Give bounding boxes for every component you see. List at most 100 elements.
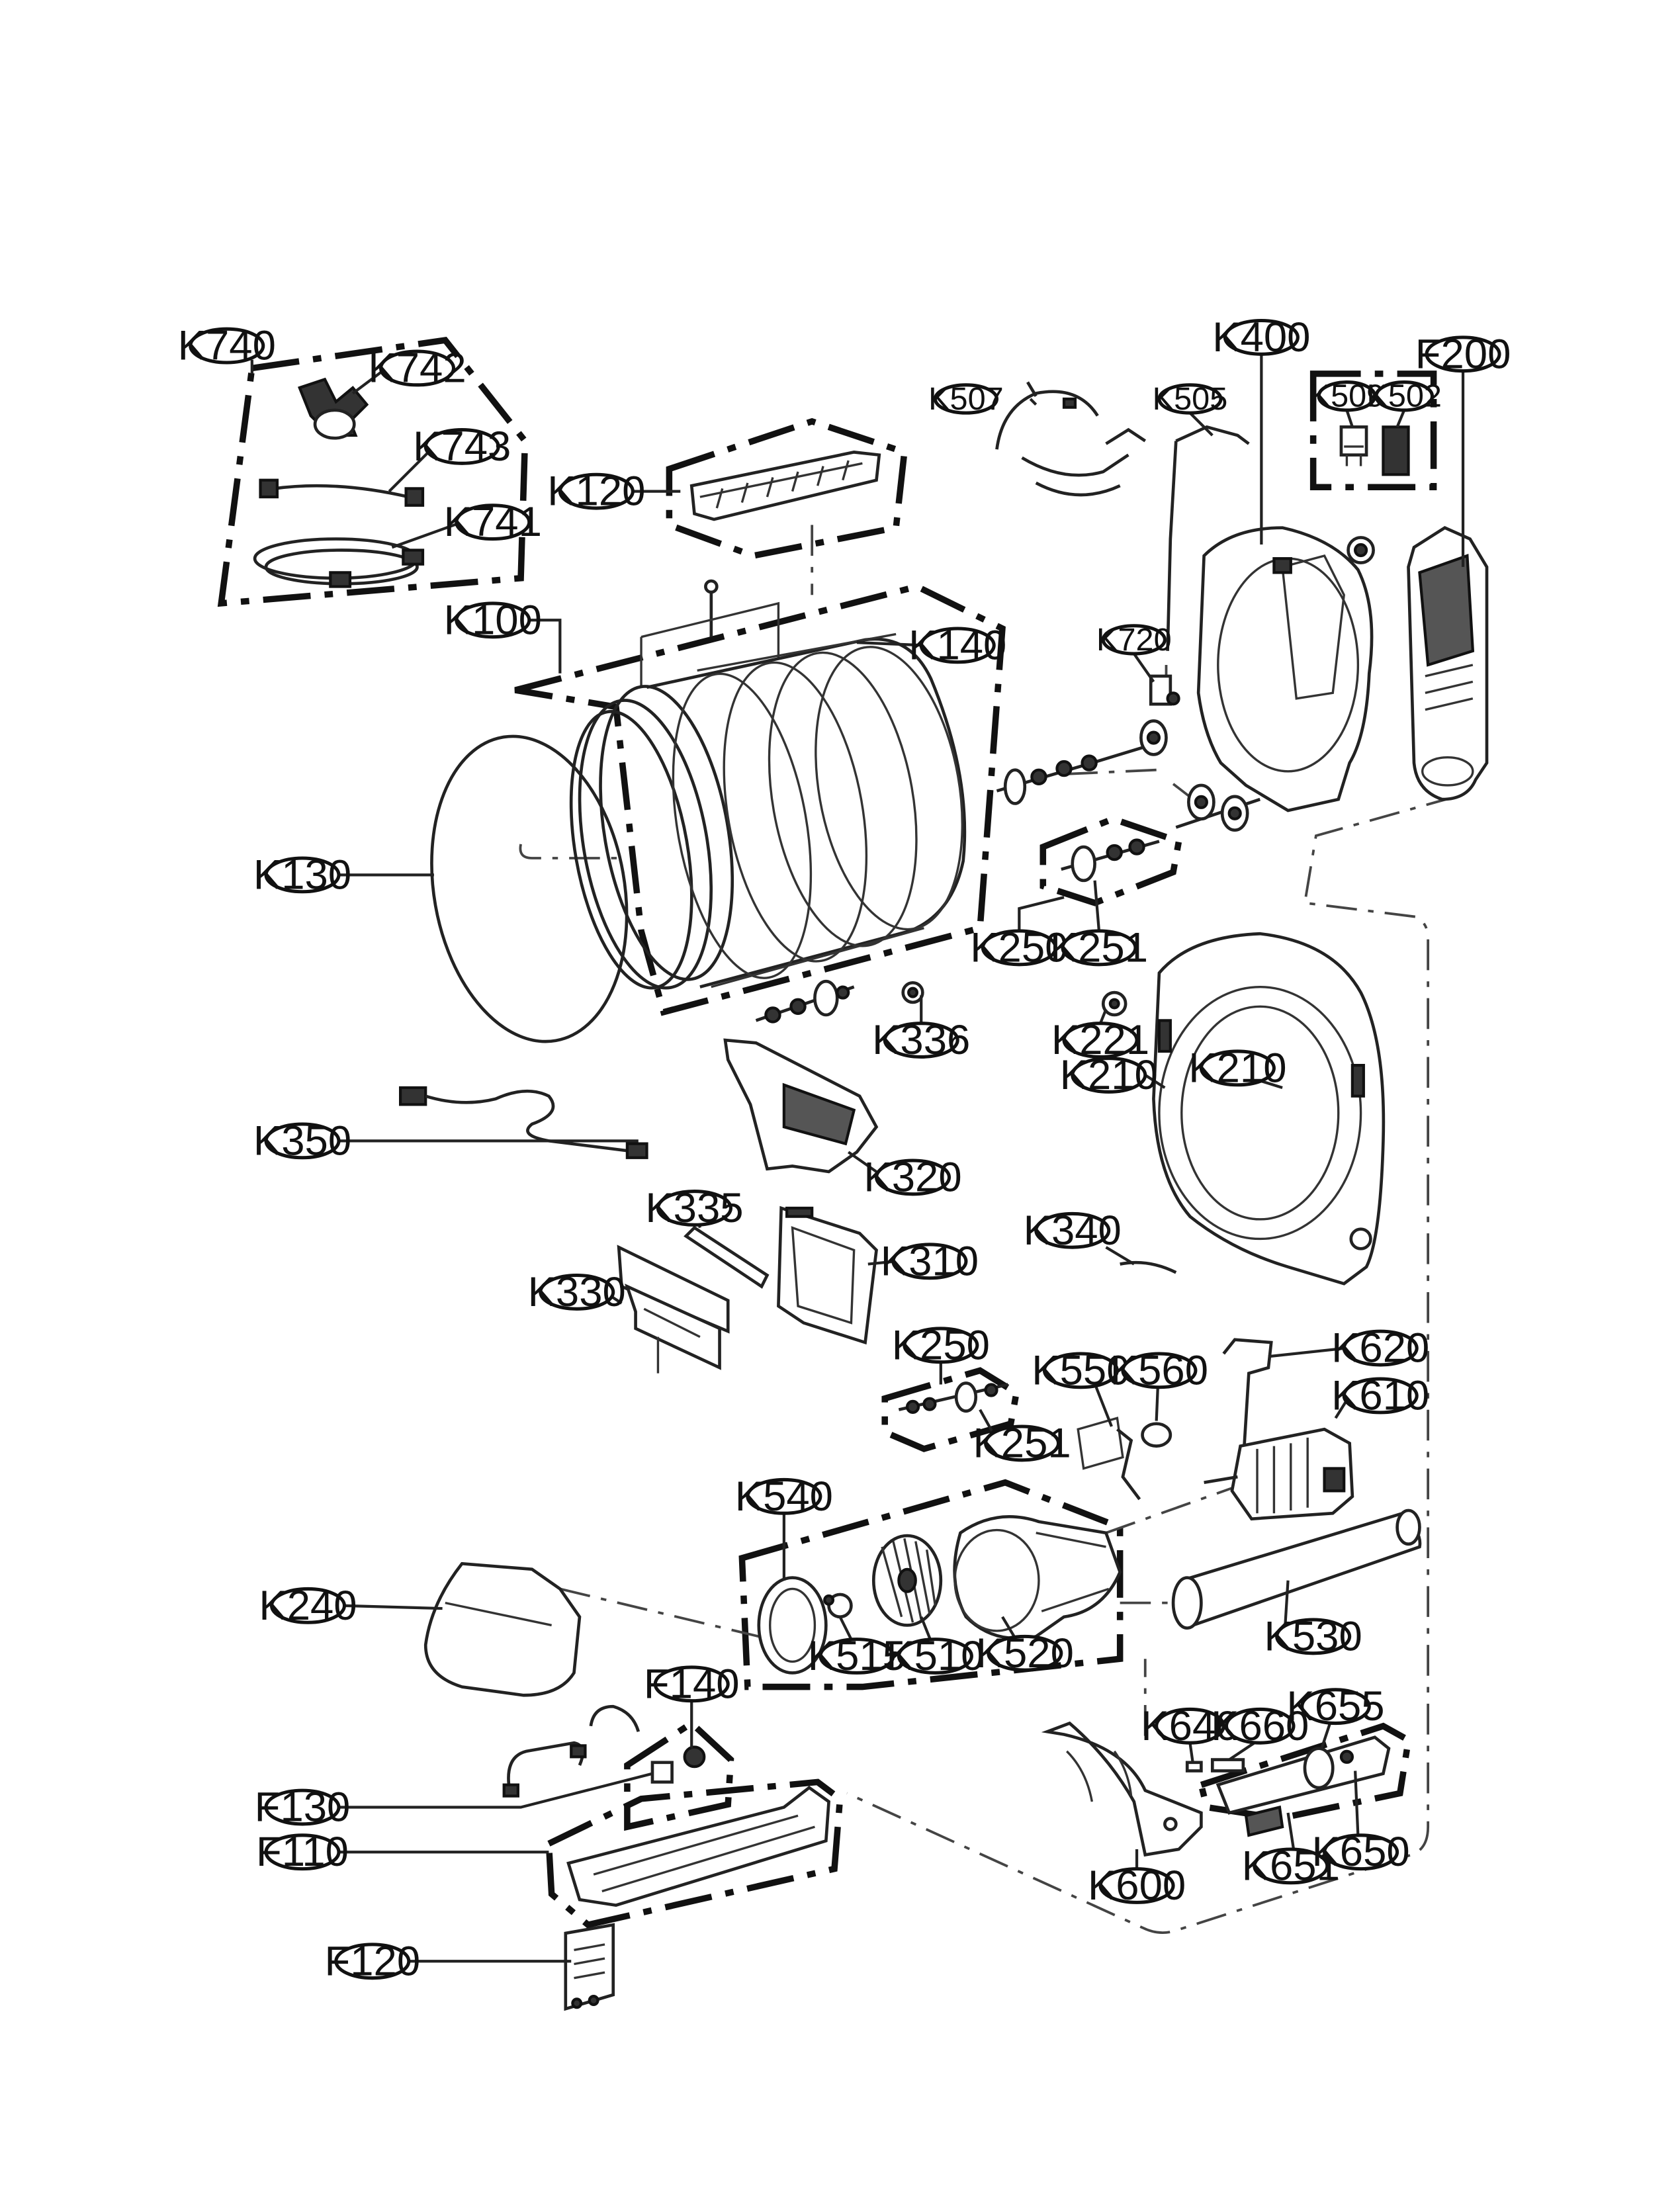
svg-text:F110: F110 xyxy=(256,1829,349,1875)
svg-text:K400: K400 xyxy=(1212,314,1310,361)
label-f200: F200 xyxy=(1415,331,1511,377)
blower-gasket-part xyxy=(757,1576,828,1675)
label-k100: K100 xyxy=(444,597,542,643)
label-k550: K550 xyxy=(1032,1347,1129,1393)
leader-lines xyxy=(250,354,1465,1963)
label-k515: K515 xyxy=(808,1633,906,1679)
k540-blower-outline xyxy=(738,1479,1124,1690)
label-k336: K336 xyxy=(872,1017,970,1063)
label-k350: K350 xyxy=(253,1117,351,1164)
svg-text:F200: F200 xyxy=(1415,331,1511,377)
svg-text:K251: K251 xyxy=(973,1420,1071,1466)
svg-text:K509: K509 xyxy=(1309,378,1385,414)
exhaust-tube-part xyxy=(1171,1509,1422,1630)
label-k560: K560 xyxy=(1110,1347,1208,1393)
svg-text:K210: K210 xyxy=(1188,1045,1286,1091)
svg-text:K510: K510 xyxy=(886,1633,984,1679)
roller-bushing-part xyxy=(1347,536,1375,564)
k240-route-line xyxy=(559,1587,760,1638)
svg-text:K502: K502 xyxy=(1366,378,1442,414)
svg-text:K560: K560 xyxy=(1110,1347,1208,1393)
moisture-sensor-part xyxy=(1216,1735,1391,1837)
svg-text:K505: K505 xyxy=(1153,381,1228,417)
blower-washer-part xyxy=(823,1593,853,1619)
exhaust-duct-part xyxy=(1407,526,1489,801)
svg-text:K350: K350 xyxy=(253,1117,351,1164)
label-k741: K741 xyxy=(444,499,542,545)
motor-clip-parts xyxy=(1185,1758,1245,1772)
svg-text:K600: K600 xyxy=(1088,1862,1186,1909)
lint-filter-housing-part xyxy=(723,1038,879,1174)
svg-text:K640: K640 xyxy=(1141,1703,1239,1749)
heater-element-part xyxy=(564,1923,615,2011)
k100-drum-outline xyxy=(514,583,1006,1016)
label-f140: F140 xyxy=(644,1661,740,1707)
k250-bottom-bearing-outline xyxy=(881,1367,1020,1452)
label-k250-bottom: K250 xyxy=(892,1322,990,1368)
label-k655: K655 xyxy=(1286,1683,1384,1729)
label-k505: K505 xyxy=(1153,381,1228,417)
label-k640: K640 xyxy=(1141,1703,1239,1749)
k100-dashed-frame xyxy=(519,844,619,859)
svg-text:K250: K250 xyxy=(970,924,1068,971)
label-k502: K502 xyxy=(1366,378,1442,414)
drum-part xyxy=(569,633,967,990)
svg-text:K650: K650 xyxy=(1311,1829,1409,1875)
svg-text:K655: K655 xyxy=(1286,1683,1384,1729)
label-k140: K140 xyxy=(908,622,1006,668)
label-k120: K120 xyxy=(547,468,645,515)
label-k720: K720 xyxy=(1096,622,1172,658)
rear-bulkhead-part xyxy=(1196,526,1374,812)
k740-hose-kit-outline xyxy=(217,337,529,607)
thermostat-wires-part xyxy=(502,1704,641,1798)
filter-cover-part xyxy=(617,1245,730,1374)
label-k650: K650 xyxy=(1311,1829,1409,1875)
svg-text:K740: K740 xyxy=(178,323,276,369)
label-k340: K340 xyxy=(1024,1207,1122,1254)
sensor-wire-part xyxy=(1166,425,1250,651)
label-k520: K520 xyxy=(976,1630,1074,1677)
label-k540: K540 xyxy=(735,1473,833,1520)
label-f130: F130 xyxy=(255,1784,351,1831)
blower-wheel-part xyxy=(871,1534,943,1627)
svg-text:K250: K250 xyxy=(892,1322,990,1368)
label-k742: K742 xyxy=(368,345,466,391)
short-hose-part xyxy=(259,478,425,507)
label-k210-center: K210 xyxy=(1188,1045,1286,1091)
coiled-hose-part xyxy=(253,537,425,588)
label-k507: K507 xyxy=(928,381,1004,417)
label-k660: K660 xyxy=(1211,1703,1309,1749)
top-rollers-part xyxy=(996,719,1260,883)
label-k620: K620 xyxy=(1331,1325,1429,1372)
svg-text:K550: K550 xyxy=(1032,1347,1129,1393)
svg-text:K743: K743 xyxy=(413,423,511,470)
label-f120: F120 xyxy=(324,1938,420,1984)
label-f110: F110 xyxy=(256,1829,349,1875)
svg-text:K660: K660 xyxy=(1211,1703,1309,1749)
svg-text:K335: K335 xyxy=(645,1185,743,1231)
svg-text:K507: K507 xyxy=(928,381,1004,417)
svg-text:K515: K515 xyxy=(808,1633,906,1679)
f140-thermostat-outline xyxy=(624,1719,734,1831)
k610-route-line xyxy=(1105,1487,1233,1534)
svg-text:K130: K130 xyxy=(253,852,351,898)
svg-text:F120: F120 xyxy=(324,1938,420,1984)
lint-filter-part xyxy=(777,1205,878,1345)
label-k310: K310 xyxy=(881,1238,979,1284)
k120-lifter-outline xyxy=(666,417,908,559)
svg-text:F130: F130 xyxy=(255,1784,351,1831)
label-k251-bottom: K251 xyxy=(973,1420,1071,1466)
filter-guide-strip-part xyxy=(684,1225,770,1289)
svg-text:K742: K742 xyxy=(368,345,466,391)
label-k210-left: K210 xyxy=(1060,1052,1158,1098)
svg-text:K120: K120 xyxy=(547,468,645,515)
svg-text:K540: K540 xyxy=(735,1473,833,1520)
drum-gasket-part xyxy=(430,734,629,1043)
y-fitting-part xyxy=(297,377,369,440)
svg-text:K140: K140 xyxy=(908,622,1006,668)
label-k251-top: K251 xyxy=(1050,924,1148,971)
svg-text:K251: K251 xyxy=(1050,924,1148,971)
label-k400: K400 xyxy=(1212,314,1310,361)
label-k743: K743 xyxy=(413,423,511,470)
filter-seal-part xyxy=(1120,1260,1177,1274)
